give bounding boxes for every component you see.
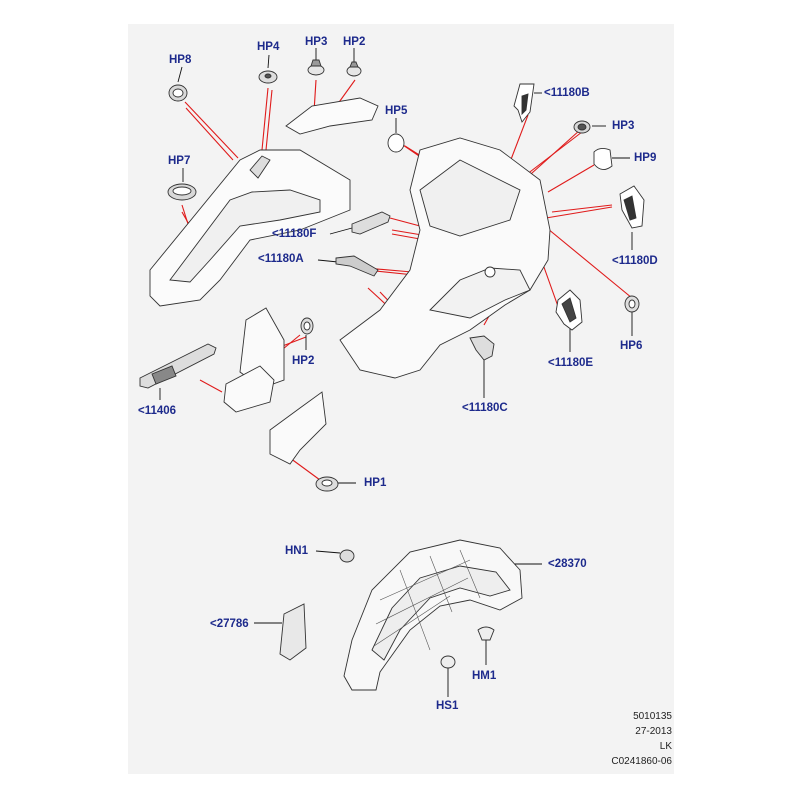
nut-hn1 [339,549,355,563]
footer-line-3: LK [659,741,672,752]
footer-line-1: 5010135 [633,711,672,722]
bracket-11180c [469,335,495,361]
footer-line-2: 27-2013 [635,726,672,737]
callout-11180d: <11180D [612,255,658,267]
callout-11180c: <11180C [462,402,508,414]
shelf-top [285,97,379,135]
plug-hp5 [387,133,405,153]
callout-hn1: HN1 [285,545,309,557]
bracket-11406 [139,343,217,389]
callout-hp8: HP8 [169,54,192,66]
callout-27786: <27786 [210,618,249,630]
callout-hp2-top: HP2 [343,36,366,48]
callout-hp7: HP7 [168,155,191,167]
callout-hp1: HP1 [364,477,387,489]
cover-hp9 [593,147,613,170]
callout-11180e: <11180E [548,357,594,369]
bracket-11180f [351,211,391,235]
plug-hp3-top [307,64,325,76]
callout-hp5: HP5 [385,105,408,117]
liner-28370 [343,539,523,691]
callout-hp2-mid: HP2 [292,355,315,367]
callout-hm1: HM1 [472,670,497,682]
callout-hp4: HP4 [257,41,280,53]
plate-bottom [269,391,327,465]
plate-lower [223,365,275,413]
pad-27786 [279,603,307,661]
callout-11180f: <11180F [272,228,317,240]
callout-11406: <11406 [138,405,177,417]
plug-hp2-top [346,65,362,77]
callout-hp3-right: HP3 [612,120,635,132]
callout-11180b: <11180B [544,87,590,99]
label-leaders [159,48,633,697]
bracket-11180a [335,255,379,277]
screw-hs1 [440,655,456,669]
callout-hp9: HP9 [634,152,657,164]
callout-hs1: HS1 [436,700,459,712]
plate-upper [239,307,285,389]
clip-hm1 [477,626,495,641]
footer-line-4: C0241860-06 [611,756,672,767]
callout-28370: <28370 [548,558,587,570]
panel-left [149,149,351,307]
parts [139,59,645,691]
callout-hp6: HP6 [620,340,643,352]
callout-hp3-top: HP3 [305,36,328,48]
callout-11180a: <11180A [258,253,304,265]
